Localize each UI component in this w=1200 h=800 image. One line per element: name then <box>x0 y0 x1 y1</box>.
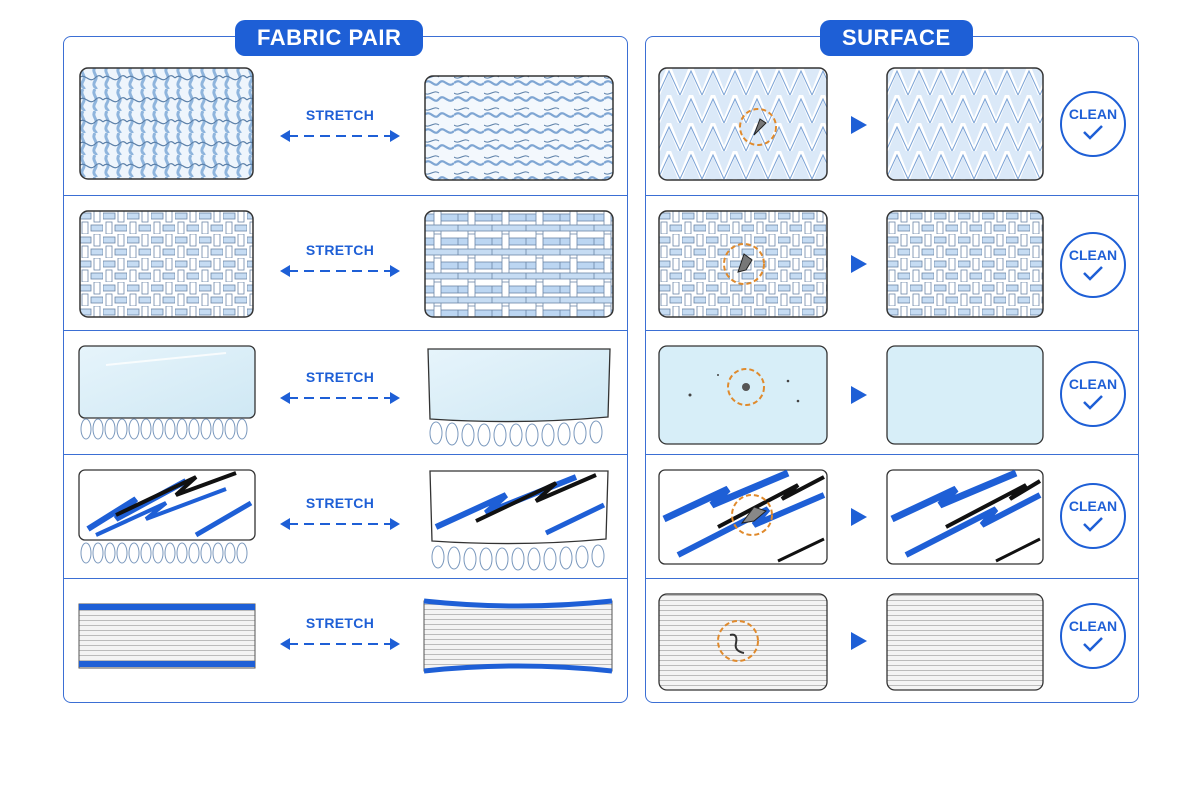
clean-label: CLEAN <box>1068 247 1118 263</box>
clean-badge: CLEAN <box>1060 483 1126 549</box>
knit-swatch-stretched <box>424 75 614 181</box>
double-arrow-icon <box>280 518 400 530</box>
stretch-label: STRETCH <box>305 369 375 385</box>
double-arrow-icon <box>280 130 400 142</box>
defect-marker-icon <box>731 494 773 536</box>
weave-surface-clean <box>886 210 1044 318</box>
surface-row-4: CLEAN <box>646 454 1138 579</box>
surface-row-5: CLEAN <box>646 578 1138 703</box>
panel-title-fabric-pair: FABRIC PAIR <box>235 20 424 56</box>
defect-marker-icon <box>739 108 777 146</box>
surface-panel: SURFACE CLEAN <box>645 20 1139 703</box>
clean-label: CLEAN <box>1068 618 1118 634</box>
play-arrow-icon <box>851 508 867 526</box>
panel-title-surface: SURFACE <box>820 20 973 56</box>
double-arrow-icon <box>280 392 400 404</box>
fabric-row-1: STRETCH <box>64 61 627 195</box>
stretch-label: STRETCH <box>305 615 375 631</box>
fabric-row-5: STRETCH <box>64 578 627 703</box>
stretch-indicator: STRETCH <box>278 242 402 278</box>
fabric-row-2: STRETCH <box>64 195 627 331</box>
rib-swatch-relaxed <box>78 603 256 669</box>
streak-swatch-stretched <box>426 469 612 575</box>
film-surface-clean <box>886 345 1044 445</box>
rib-surface-defect <box>658 593 828 691</box>
play-arrow-icon <box>851 632 867 650</box>
stretch-label: STRETCH <box>305 242 375 258</box>
checkmark-icon <box>1083 517 1103 532</box>
streak-surface-clean <box>886 469 1044 565</box>
fabric-row-3: STRETCH <box>64 330 627 455</box>
checkmark-icon <box>1083 266 1103 281</box>
double-arrow-icon <box>280 638 400 650</box>
fabric-pair-panel: FABRIC PAIR STRETCH STRETCH <box>63 20 628 703</box>
streak-swatch-relaxed <box>76 469 258 573</box>
film-swatch-stretched <box>424 345 614 449</box>
play-arrow-icon <box>851 255 867 273</box>
film-surface-defect <box>658 345 828 445</box>
weave-swatch-relaxed <box>79 210 254 318</box>
weave-swatch-stretched <box>424 210 614 318</box>
double-arrow-icon <box>280 265 400 277</box>
knit-swatch-relaxed <box>79 67 254 180</box>
clean-label: CLEAN <box>1068 498 1118 514</box>
clean-badge: CLEAN <box>1060 603 1126 669</box>
stretch-indicator: STRETCH <box>278 495 402 531</box>
stretch-indicator: STRETCH <box>278 369 402 405</box>
rib-surface-clean <box>886 593 1044 691</box>
stretch-label: STRETCH <box>305 495 375 511</box>
stretch-indicator: STRETCH <box>278 615 402 651</box>
weave-surface-defect <box>658 210 828 318</box>
clean-label: CLEAN <box>1068 106 1118 122</box>
streak-surface-defect <box>658 469 828 565</box>
stretch-indicator: STRETCH <box>278 107 402 143</box>
rib-swatch-stretched <box>422 597 614 677</box>
play-arrow-icon <box>851 386 867 404</box>
surface-row-1: CLEAN <box>646 61 1138 195</box>
checkmark-icon <box>1083 125 1103 140</box>
defect-marker-icon <box>717 620 759 662</box>
play-arrow-icon <box>851 116 867 134</box>
checkmark-icon <box>1083 637 1103 652</box>
zigzag-surface-clean <box>886 67 1044 181</box>
clean-badge: CLEAN <box>1060 232 1126 298</box>
defect-marker-icon <box>723 243 765 285</box>
stretch-label: STRETCH <box>305 107 375 123</box>
clean-badge: CLEAN <box>1060 91 1126 157</box>
checkmark-icon <box>1083 395 1103 410</box>
fabric-row-4: STRETCH <box>64 454 627 579</box>
film-swatch-relaxed <box>76 345 258 445</box>
defect-marker-icon <box>727 368 765 406</box>
clean-label: CLEAN <box>1068 376 1118 392</box>
zigzag-surface-defect <box>658 67 828 181</box>
surface-row-2: CLEAN <box>646 195 1138 331</box>
surface-row-3: CLEAN <box>646 330 1138 455</box>
clean-badge: CLEAN <box>1060 361 1126 427</box>
